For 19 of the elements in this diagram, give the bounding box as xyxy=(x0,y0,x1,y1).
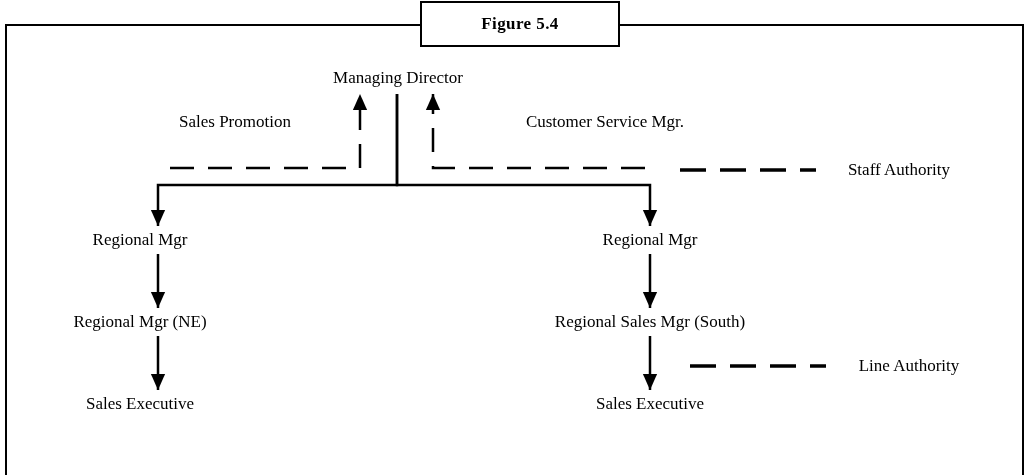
role-label: Sales Promotion xyxy=(179,111,291,133)
role-label: Sales Executive xyxy=(595,393,705,415)
arrow xyxy=(150,254,166,308)
role-label: Regional Mgr (NE) xyxy=(73,311,207,333)
legend-label: Line Authority xyxy=(857,355,961,377)
arrow xyxy=(642,254,658,308)
arrow xyxy=(150,336,166,390)
legend-label: Staff Authority xyxy=(846,159,952,181)
role-label: Managing Director xyxy=(333,67,463,89)
role-label: Regional Sales Mgr (South) xyxy=(554,311,746,333)
role-label: Regional Mgr xyxy=(602,229,698,251)
role-label: Regional Mgr xyxy=(92,229,188,251)
arrow xyxy=(425,94,645,170)
role-label: Customer Service Mgr. xyxy=(525,111,685,133)
figure-title: Figure 5.4 xyxy=(481,13,559,36)
arrow xyxy=(395,94,658,226)
role-label: Sales Executive xyxy=(85,393,195,415)
arrow xyxy=(170,94,368,170)
arrow xyxy=(642,336,658,390)
